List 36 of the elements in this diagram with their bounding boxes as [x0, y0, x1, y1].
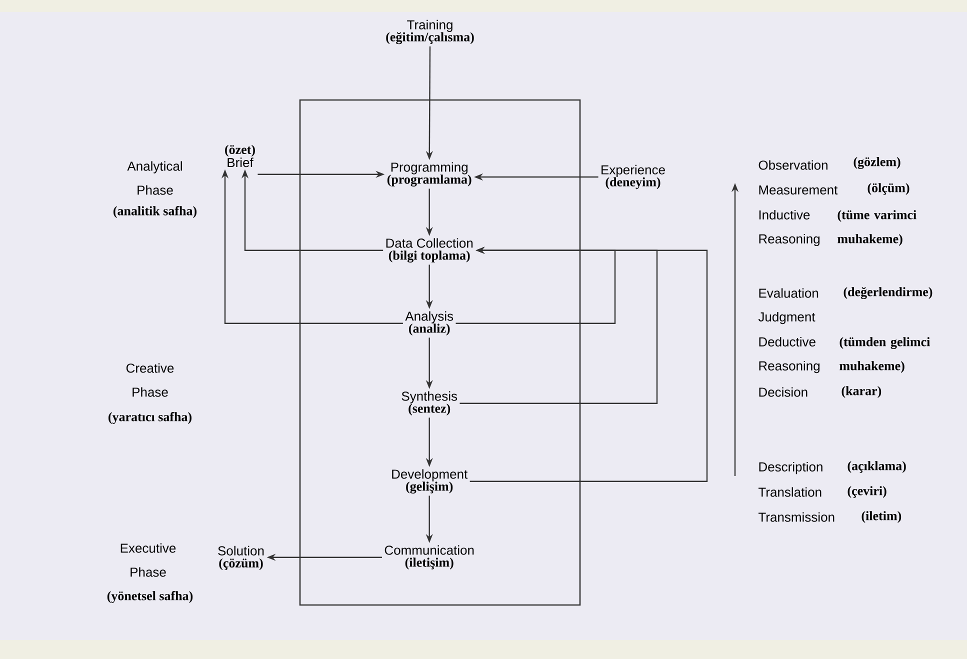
translation-label: (tüme varimci muhakeme) [838, 210, 916, 246]
translation-label: (tümden gelimci muhakeme) [840, 337, 930, 373]
translation-label: (ölçüm) [868, 183, 910, 195]
translation-label: (çeviri) [848, 486, 886, 498]
translation-label: (karar) [842, 386, 882, 398]
translation-label: (yaratıcı safha) [108, 412, 192, 424]
term-label: Observation [758, 160, 828, 170]
term-label: Translation [758, 487, 822, 497]
frame-box [299, 99, 581, 606]
translation-label: (iletim) [862, 511, 902, 523]
stage-label: Data Collection (bilgi toplama) [386, 238, 473, 262]
term-label: Inductive Reasoning [759, 210, 820, 246]
term-label: Decision [759, 387, 808, 397]
stage-label: Programming (programlama) [387, 162, 472, 186]
translation-label: (değerlendirme) [844, 287, 932, 300]
term-label: Executive Phase [120, 543, 176, 577]
stage-label: Analysis (analiz) [405, 311, 454, 336]
translation-label: (açıklama) [848, 461, 906, 473]
term-label: Measurement [759, 185, 838, 195]
stage-label: Solution (çözüm) [218, 546, 264, 570]
term-label: Evaluation [759, 288, 818, 298]
stage-label: Synthesis (sentez) [402, 391, 458, 416]
stage-label: Experience (deneyim) [602, 164, 665, 190]
stage-label: Training (eğitim/çalısma) [386, 20, 474, 44]
translation-label: (analitik safha) [114, 206, 196, 218]
stage-label: Development (gelişim) [392, 469, 468, 494]
term-label: Description [759, 462, 822, 474]
term-label: Creative Phase [126, 363, 174, 397]
stage-label: (özet) Brief [225, 144, 255, 168]
term-label: Judgment [758, 312, 816, 324]
term-label: Analytical Phase [127, 161, 182, 195]
term-label: Transmission [758, 512, 834, 522]
translation-label: (gözlem) [854, 157, 900, 169]
stage-label: Communication (iletişim) [384, 545, 474, 570]
term-label: Deductive Reasoning [759, 336, 820, 374]
translation-label: (yönetsel safha) [107, 591, 193, 603]
